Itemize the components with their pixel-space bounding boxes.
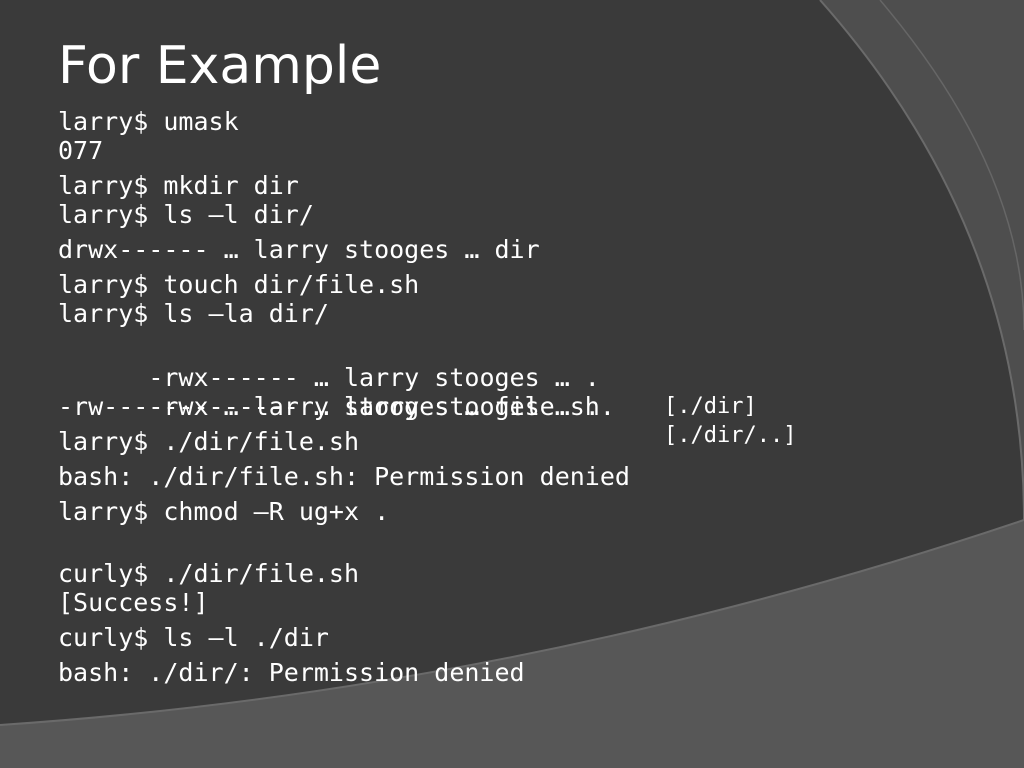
command-ls-curly: curly$ ls –l ./dir — [58, 623, 329, 652]
listing-row-dot: -rwx------ … larry stooges … . [./dir] — [58, 334, 958, 419]
listing-row-dotdot: -rwx------ … larry stooges … .. [./dir/.… — [58, 363, 958, 448]
command-chmod: larry$ chmod –R ug+x . — [58, 497, 390, 526]
command-touch: larry$ touch dir/file.sh — [58, 270, 420, 299]
command-ls-dir: larry$ ls –l dir/ — [58, 200, 314, 229]
command-umask: larry$ umask — [58, 107, 239, 136]
listing-row-file: -rw------- … larry stooges … file.sh — [58, 392, 600, 421]
right-arc-panel — [820, 0, 1024, 520]
spacer — [58, 526, 958, 559]
output-ls-dir: drwx------ … larry stooges … dir — [58, 235, 540, 264]
listing-dotdot-text: -rwx------ … larry stooges … .. — [148, 392, 615, 421]
right-inner-arc-line — [879, 0, 1024, 331]
command-run-file-larry: larry$ ./dir/file.sh — [58, 427, 360, 456]
listing-dot-text: -rwx------ … larry stooges … . — [148, 363, 600, 392]
command-run-file-curly: curly$ ./dir/file.sh — [58, 559, 360, 588]
bottom-arc-line — [0, 519, 1024, 726]
comment-dot: [./dir] — [664, 394, 757, 419]
slide-title: For Example — [58, 36, 382, 96]
output-permission-denied-dir: bash: ./dir/: Permission denied — [58, 658, 525, 687]
comment-dotdot: [./dir/..] — [664, 423, 797, 448]
terminal-example: larry$ umask 077 larry$ mkdir dir larry$… — [58, 107, 958, 687]
bottom-arc-panel — [0, 520, 1024, 768]
right-arc-line — [819, 0, 1024, 521]
output-umask: 077 — [58, 136, 104, 165]
command-ls-la: larry$ ls –la dir/ — [58, 299, 329, 328]
command-mkdir: larry$ mkdir dir — [58, 171, 299, 200]
output-permission-denied-file: bash: ./dir/file.sh: Permission denied — [58, 462, 630, 491]
output-success: [Success!] — [58, 588, 209, 617]
